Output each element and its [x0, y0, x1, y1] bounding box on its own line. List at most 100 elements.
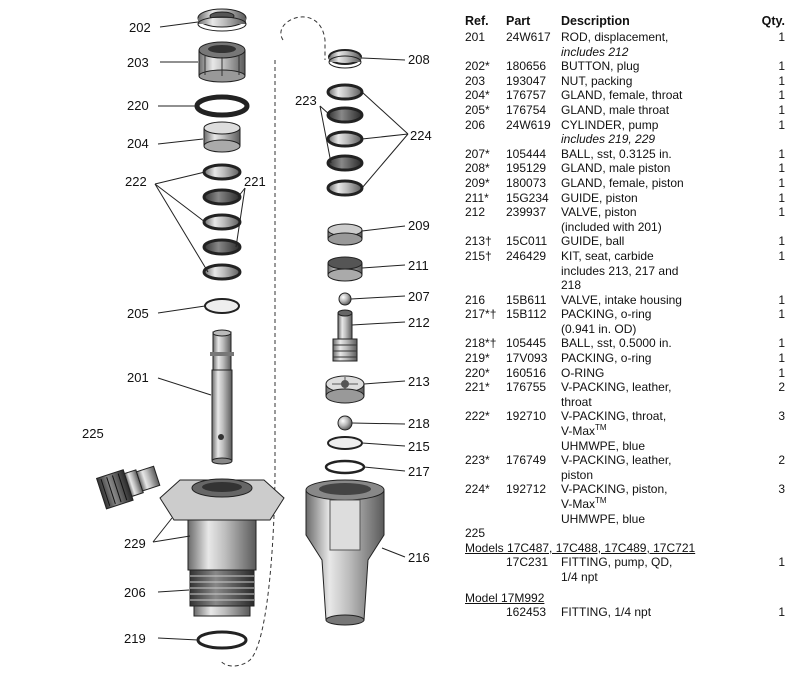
leader-lines [152, 21, 409, 641]
cell-ref: 202* [465, 59, 490, 74]
table-row: 209* 180073 GLAND, female, piston 1 [465, 176, 795, 191]
cell-qty: 1 [778, 234, 785, 249]
cell-part: 193047 [506, 73, 547, 88]
cell-desc: FITTING, 1/4 npt [561, 605, 652, 620]
cell-desc: ROD, displacement, [561, 30, 669, 44]
cell-desc: BUTTON, plug [561, 59, 640, 74]
cell-qty: 1 [778, 102, 785, 117]
cell-desc: VALVE, piston [561, 205, 637, 220]
header-part: Part [506, 14, 531, 28]
cell-desc: V-PACKING, piston, [561, 482, 668, 497]
callout-216: 216 [408, 550, 430, 565]
cell-desc: GLAND, female, piston [561, 175, 684, 190]
part-203-packing-nut [198, 41, 246, 83]
cell-qty: 1 [778, 88, 785, 103]
part-212-valve-piston [332, 309, 358, 362]
callout-222: 222 [125, 174, 147, 189]
cell-ref: 216 [465, 292, 486, 307]
cell-desc-cont: 218 [561, 278, 582, 293]
part-213-guide-ball [325, 375, 365, 404]
models-a-heading: Models 17C487, 17C488, 17C489, 17C721 [465, 540, 696, 555]
cell-ref: 209* [465, 175, 490, 190]
table-header: Ref. Part Description Qty. [465, 14, 795, 30]
cell-desc: GUIDE, piston [561, 190, 638, 205]
cell-part: 24W619 [506, 117, 551, 132]
cell-desc: PACKING, o-ring [561, 351, 652, 366]
cell-desc: PACKING, o-ring [561, 307, 652, 322]
cell-ref: 223* [465, 453, 490, 468]
callout-203: 203 [127, 55, 149, 70]
part-208-gland-male-piston [328, 49, 362, 69]
cell-qty: 1 [778, 292, 785, 307]
cell-desc: GLAND, male piston [561, 161, 671, 176]
cell-desc: O-RING [561, 365, 605, 380]
trademark-sup: TM [595, 496, 607, 505]
part-219-o-ring [196, 630, 248, 650]
cell-part: 162453 [506, 605, 547, 620]
cell-desc-cont: V-MaxTM [561, 423, 607, 439]
cell-desc: GLAND, male throat [561, 102, 670, 117]
table-row-cont: throat [465, 395, 795, 410]
cell-part: 176757 [506, 88, 547, 103]
callout-labels: 202 203 220 204 222 221 205 201 225 229 … [82, 20, 432, 646]
cell-part: 105445 [506, 336, 547, 351]
cell-ref: 219* [465, 351, 490, 366]
cell-part: 195129 [506, 161, 547, 176]
cell-ref: 218*† [465, 336, 497, 351]
cell-qty: 1 [778, 146, 785, 161]
cell-qty: 1 [778, 205, 785, 220]
cell-qty: 1 [778, 30, 785, 44]
part-225-fitting [95, 465, 161, 510]
cell-qty: 1 [778, 73, 785, 88]
cell-qty: 1 [778, 605, 785, 620]
callout-202: 202 [129, 20, 151, 35]
cell-part: 17V093 [506, 351, 548, 366]
part-201-displacement-rod [210, 329, 234, 465]
cell-desc-cont: 1/4 npt [561, 569, 598, 584]
cell-ref: 208* [465, 161, 490, 176]
cell-part: 180073 [506, 175, 547, 190]
cell-qty: 1 [778, 365, 785, 380]
callout-209: 209 [408, 218, 430, 233]
callout-211: 211 [408, 258, 429, 273]
callout-215: 215 [408, 439, 430, 454]
cell-qty: 1 [778, 175, 785, 190]
trademark-sup: TM [595, 423, 607, 433]
table-row-cont: V-MaxTM [465, 497, 795, 512]
part-209-gland-female-piston [327, 223, 363, 246]
cell-part: 192710 [506, 409, 547, 424]
callout-218: 218 [408, 416, 430, 431]
cell-part: 176755 [506, 380, 547, 395]
cell-qty: 2 [778, 453, 785, 468]
callout-223: 223 [295, 93, 317, 108]
part-217-o-ring [324, 459, 366, 475]
cell-part: 15B611 [506, 292, 547, 307]
cell-qty: 1 [778, 59, 785, 74]
part-216-intake-valve-housing [305, 479, 385, 626]
cell-qty: 1 [778, 117, 785, 132]
cell-desc-cont: UHMWPE, blue [561, 438, 646, 453]
cell-ref: 206 [465, 117, 486, 132]
table-row: 162453 FITTING, 1/4 npt 1 [465, 605, 795, 620]
cell-part: 176749 [506, 453, 547, 468]
callout-220: 220 [127, 98, 149, 113]
header-ref: Ref. [465, 14, 489, 28]
callout-225: 225 [82, 426, 104, 441]
cell-ref: 220* [465, 365, 490, 380]
cell-qty: 3 [778, 409, 785, 424]
cell-part: 180656 [506, 59, 547, 74]
cell-part: 15B112 [506, 307, 547, 322]
cell-qty: 1 [778, 307, 785, 322]
cell-ref: 205* [465, 102, 490, 117]
callout-221: 221 [244, 174, 266, 189]
